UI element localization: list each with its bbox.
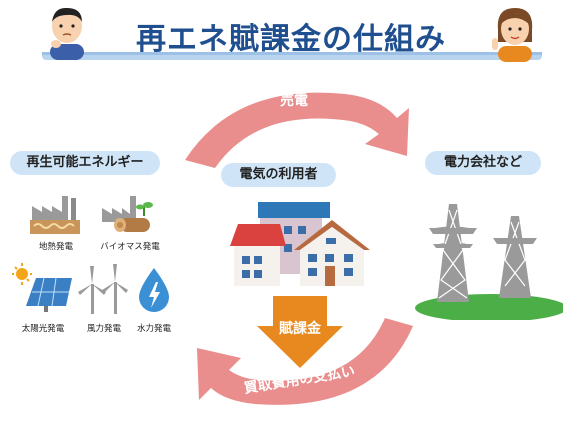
solar-panel-icon xyxy=(12,263,72,312)
hydro-label: 水力発電 xyxy=(136,324,171,334)
payment-arrow xyxy=(197,318,413,405)
biomass-plant-icon xyxy=(102,196,153,232)
sell-label: 売電 xyxy=(280,93,308,109)
users-heading: 電気の利用者 xyxy=(221,163,336,187)
biomass-label: バイオマス発電 xyxy=(100,242,160,252)
geothermal-plant-icon xyxy=(30,196,80,234)
woman-pointing-icon xyxy=(492,8,533,62)
power-company-heading: 電力会社など xyxy=(425,151,541,175)
geothermal-label: 地熱発電 xyxy=(38,242,73,252)
houses-icon xyxy=(230,202,370,286)
wind-label: 風力発電 xyxy=(86,324,121,334)
title-banner xyxy=(42,52,542,60)
levy-arrow xyxy=(257,296,343,368)
page-title: 再エネ賦課金の仕組み xyxy=(136,22,446,57)
renewables-heading: 再生可能エネルギー xyxy=(10,151,160,175)
thinking-man-icon xyxy=(50,7,84,60)
power-tower-icon xyxy=(415,204,563,320)
solar-label: 太陽光発電 xyxy=(21,324,65,334)
wind-turbine-icon xyxy=(78,264,128,314)
levy-label: 賦課金 xyxy=(279,321,321,337)
sell-arrow xyxy=(185,92,409,168)
water-drop-icon xyxy=(139,268,169,312)
